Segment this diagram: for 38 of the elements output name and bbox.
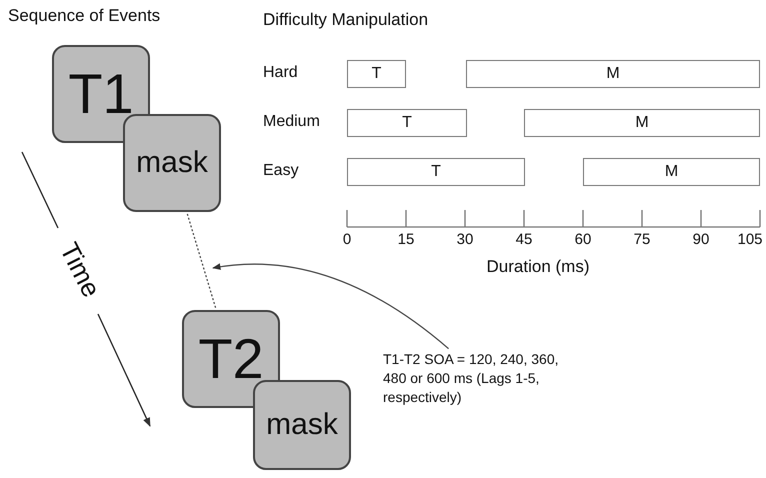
timeline-bar <box>347 109 467 137</box>
tick-label: 30 <box>456 231 474 248</box>
bar-label: M <box>635 115 649 131</box>
tick-label: 60 <box>574 231 592 248</box>
tick-label: 15 <box>398 231 414 248</box>
section-heading: Sequence of Events <box>8 6 160 26</box>
row-label: Easy <box>263 162 299 180</box>
card-label: mask <box>136 148 208 178</box>
tick-label: 75 <box>634 231 650 248</box>
timeline-bar <box>583 158 760 186</box>
annotation-text: T1-T2 SOA = 120, 240, 360, 480 or 600 ms (Lags 1-5, respectively) <box>383 350 583 407</box>
row-label: Hard <box>263 64 298 82</box>
row-label: Medium <box>263 113 320 131</box>
stimulus-card <box>182 310 280 408</box>
bar-label: M <box>606 66 620 82</box>
curved-arrow <box>212 264 449 350</box>
stimulus-card <box>52 45 150 143</box>
timeline-bar <box>347 158 525 186</box>
tick-label: 0 <box>342 231 352 248</box>
stimulus-card <box>123 114 221 212</box>
bar-label: T <box>372 66 382 82</box>
dotted-line <box>186 214 216 308</box>
timeline-bar <box>524 109 760 137</box>
stimulus-card <box>253 380 351 470</box>
tick-label: 45 <box>516 231 532 248</box>
bar-label: T <box>431 164 441 180</box>
bar-label: T <box>402 115 412 131</box>
tick-label: 105 <box>737 231 763 248</box>
card-label: mask <box>266 410 338 440</box>
timeline-bar <box>466 60 760 88</box>
card-label: T1 <box>68 66 134 122</box>
card-label: T2 <box>198 331 264 387</box>
section-heading: Difficulty Manipulation <box>263 10 428 30</box>
bar-label: M <box>664 164 678 180</box>
tick-label: 90 <box>692 231 710 248</box>
timeline-bar <box>347 60 406 88</box>
axis-title: Duration (ms) <box>486 257 590 277</box>
axis-label: Time <box>53 238 107 302</box>
